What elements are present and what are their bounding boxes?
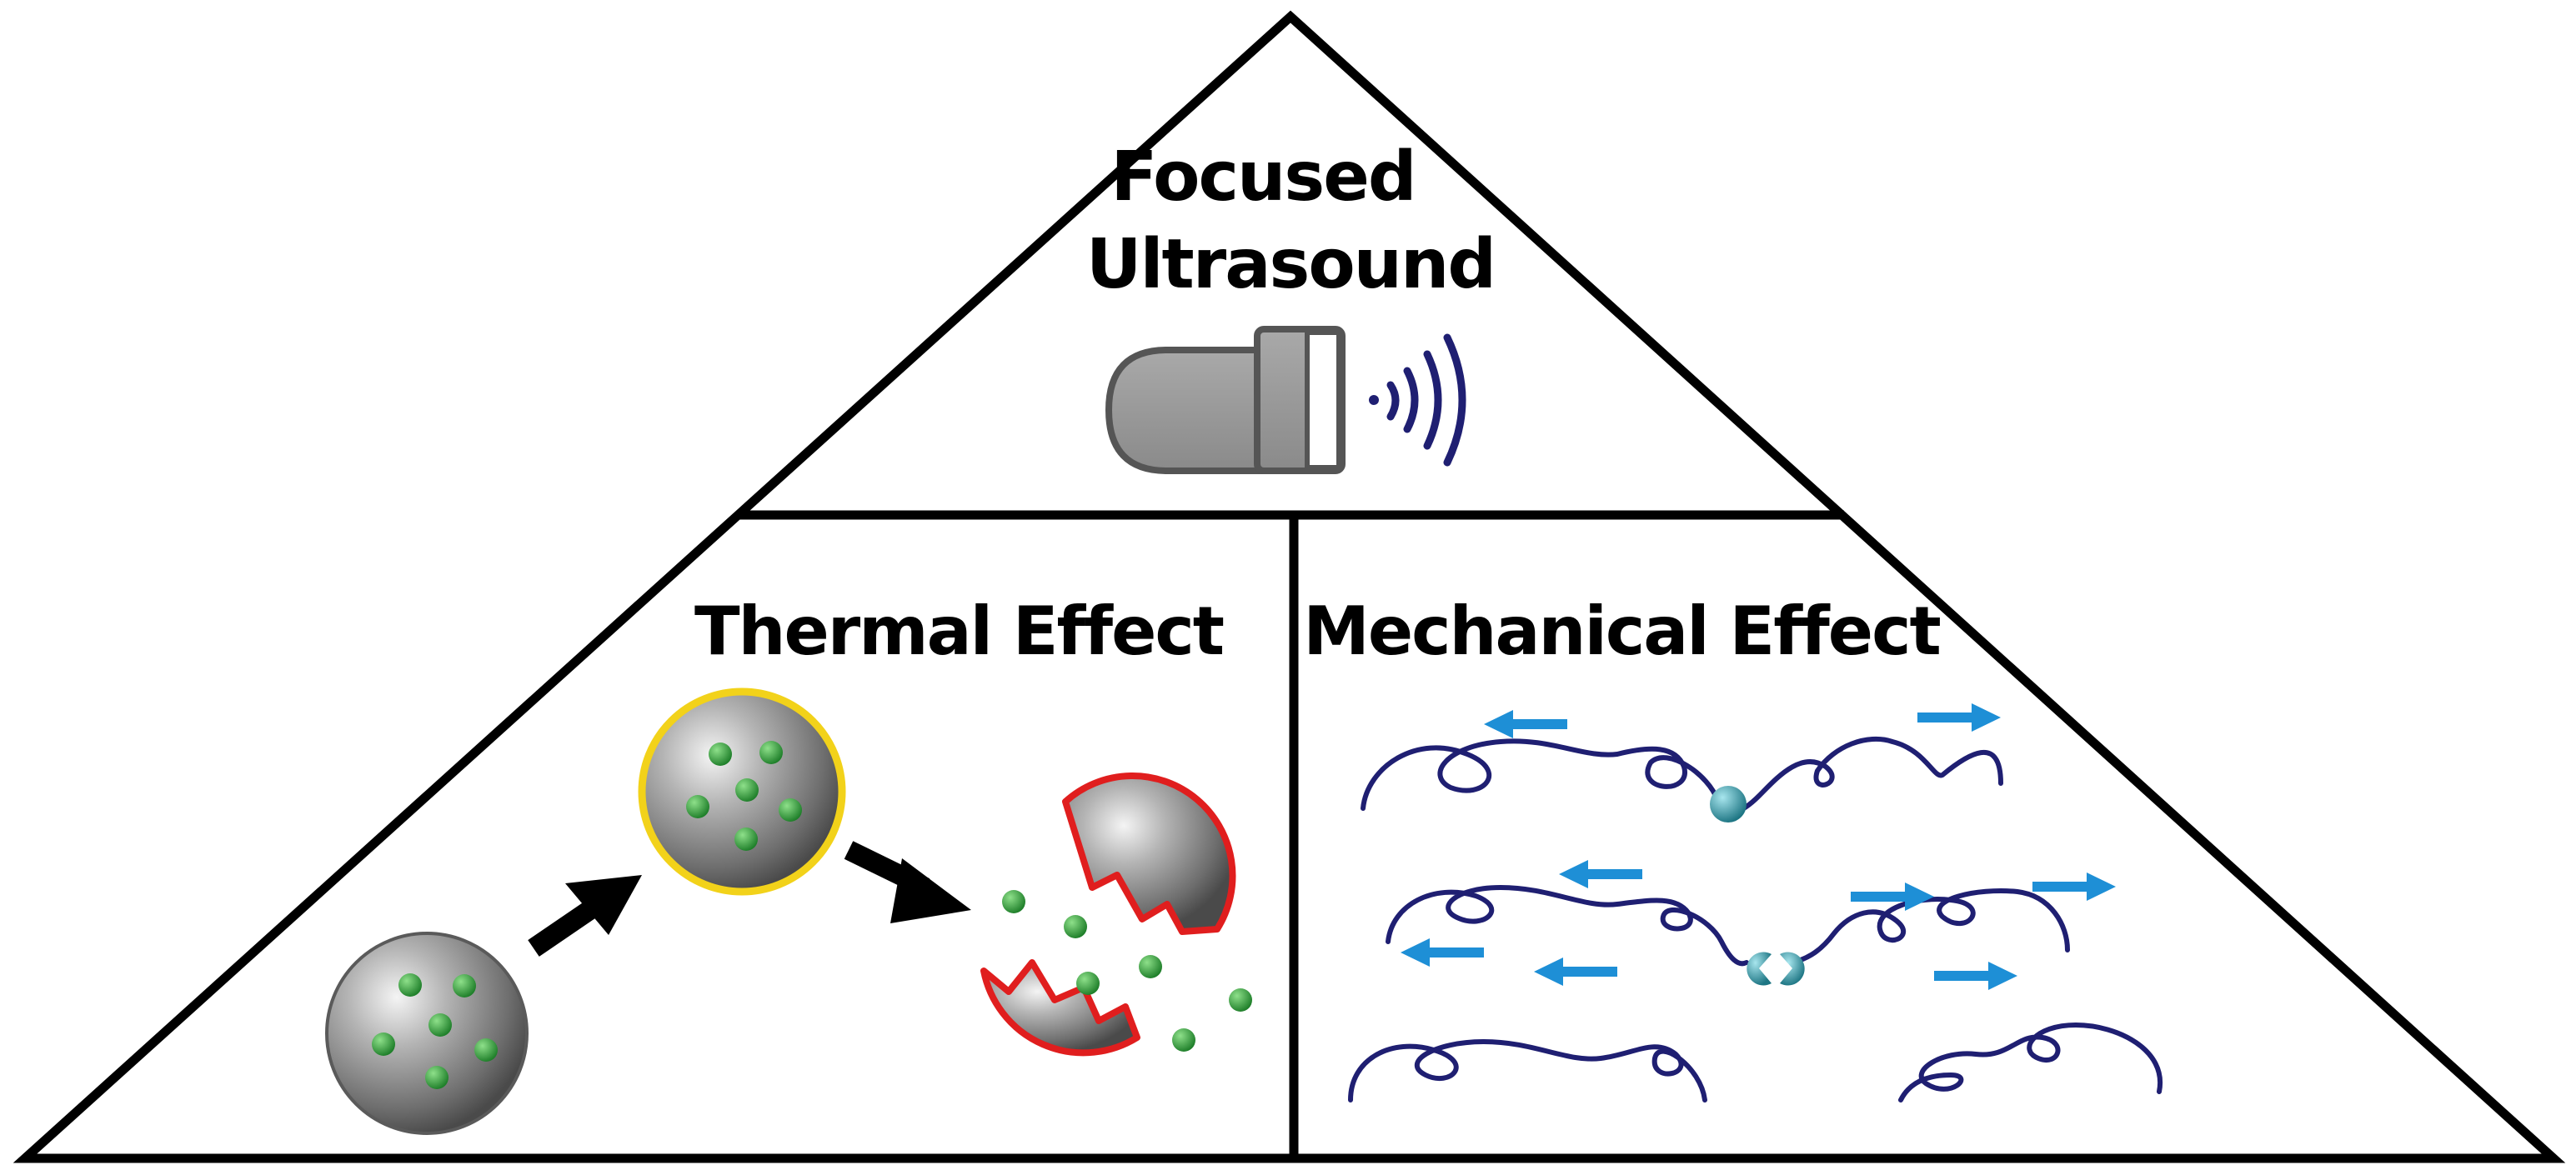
arrow-right-icon [2032,872,2116,901]
polymer-chain-row3-right [1898,1022,2163,1102]
arrow-left-icon [1401,938,1484,967]
pyramid-outline [13,10,2566,1163]
thermal-effect-section: Thermal Effect [325,592,1252,1135]
polymer-chain-row3-left [1348,1038,1707,1102]
force-arrows [1401,703,2116,990]
arrow-right-icon [1851,882,1934,911]
ruptured-capsule [980,772,1236,1057]
arrow-left-icon [1534,958,1617,986]
mechanophore-intact [1710,786,1747,822]
mechanical-effect-title: Mechanical Effect [1303,592,1940,670]
focused-ultrasound-section: Focused Ultrasound [1086,138,1496,474]
top-title-line2: Ultrasound [1086,225,1495,304]
mechanophore-cleaved [1747,952,1805,986]
polymer-chain-row2-right [1790,888,2070,965]
arrow-icon-release [844,841,971,923]
arrow-left-icon [1484,710,1567,738]
sound-waves-icon [1369,333,1466,467]
polymer-chains [1348,736,2163,1102]
thermal-effect-title: Thermal Effect [694,592,1224,670]
polymer-chain-row2-left [1386,884,1749,967]
top-title-line1: Focused [1110,138,1415,217]
heated-capsule [638,688,846,896]
arrow-left-icon [1559,860,1642,888]
polymer-chain-row1 [1361,736,2003,815]
mechanical-effect-section: Mechanical Effect [1303,592,2163,1102]
arrow-right-icon [1917,703,2001,732]
ultrasound-transducer-icon [1105,326,1346,474]
intact-capsule [325,932,529,1135]
arrow-icon-heating [528,875,642,957]
arrow-right-icon [1934,962,2017,990]
